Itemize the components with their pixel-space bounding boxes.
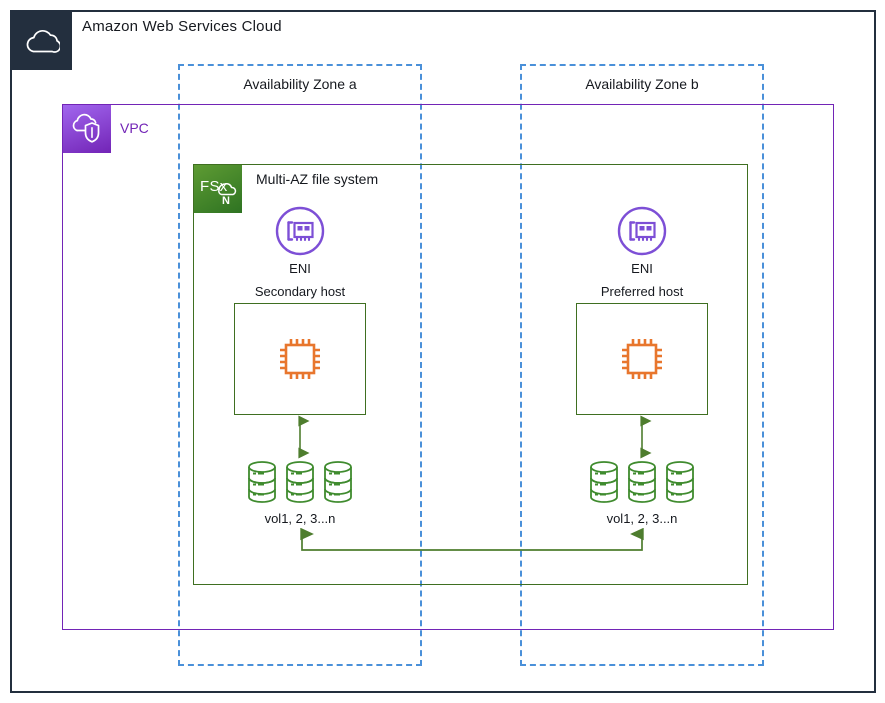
cpu-icon [280,339,320,379]
volume-stack-icon [666,461,694,503]
svg-text:N: N [222,195,230,207]
cpu-icon [622,339,662,379]
fsx-netapp-ontap-icon: FSx N [200,178,237,207]
host-zone-a-box [234,303,366,415]
vpc-label: VPC [120,120,149,136]
volume-stack-icon [324,461,352,503]
eni-zone-a-label: ENI [289,261,311,276]
file-system-label: Multi-AZ file system [256,171,379,187]
eni-zone-b [520,205,764,257]
host-to-volumes-arrow-zone-b [640,415,652,459]
host-to-volumes-arrow-zone-a [298,415,310,459]
svg-text:FSx: FSx [200,178,228,195]
vpc-badge [63,105,111,153]
aws-cloud-boundary [10,10,876,693]
host-zone-b-box [576,303,708,415]
fsx-badge: FSx N [194,165,242,213]
volumes-zone-b-label: vol1, 2, 3...n [606,511,678,526]
host-zone-b-label: Preferred host [600,284,684,299]
availability-zone-a: Availability Zone a [178,64,422,666]
aws-cloud-label: Amazon Web Services Cloud [82,18,282,35]
aws-cloud-icon [26,29,60,53]
node-stack-zone-a: ENI Secondary host [178,205,422,526]
volumes-zone-b [520,459,764,505]
host-zone-a-label: Secondary host [254,284,346,299]
node-stack-zone-b: ENI Preferred host [520,205,764,526]
volume-stack-icon [628,461,656,503]
eni-icon [617,206,667,256]
availability-zone-b: Availability Zone b [520,64,764,666]
volumes-zone-a-label: vol1, 2, 3...n [264,511,336,526]
volume-stack-icon [590,461,618,503]
volume-stack-icon [286,461,314,503]
file-system-boundary [193,164,748,585]
volumes-zone-a [178,459,422,505]
eni-icon [275,206,325,256]
eni-zone-a [178,205,422,257]
availability-zone-a-label: Availability Zone a [243,76,357,92]
replication-connector [300,528,644,551]
volume-stack-icon [248,461,276,503]
vpc-boundary [62,104,834,630]
availability-zone-b-label: Availability Zone b [585,76,699,92]
eni-zone-b-label: ENI [631,261,653,276]
vpc-icon [72,113,100,143]
aws-cloud-badge [12,12,72,70]
